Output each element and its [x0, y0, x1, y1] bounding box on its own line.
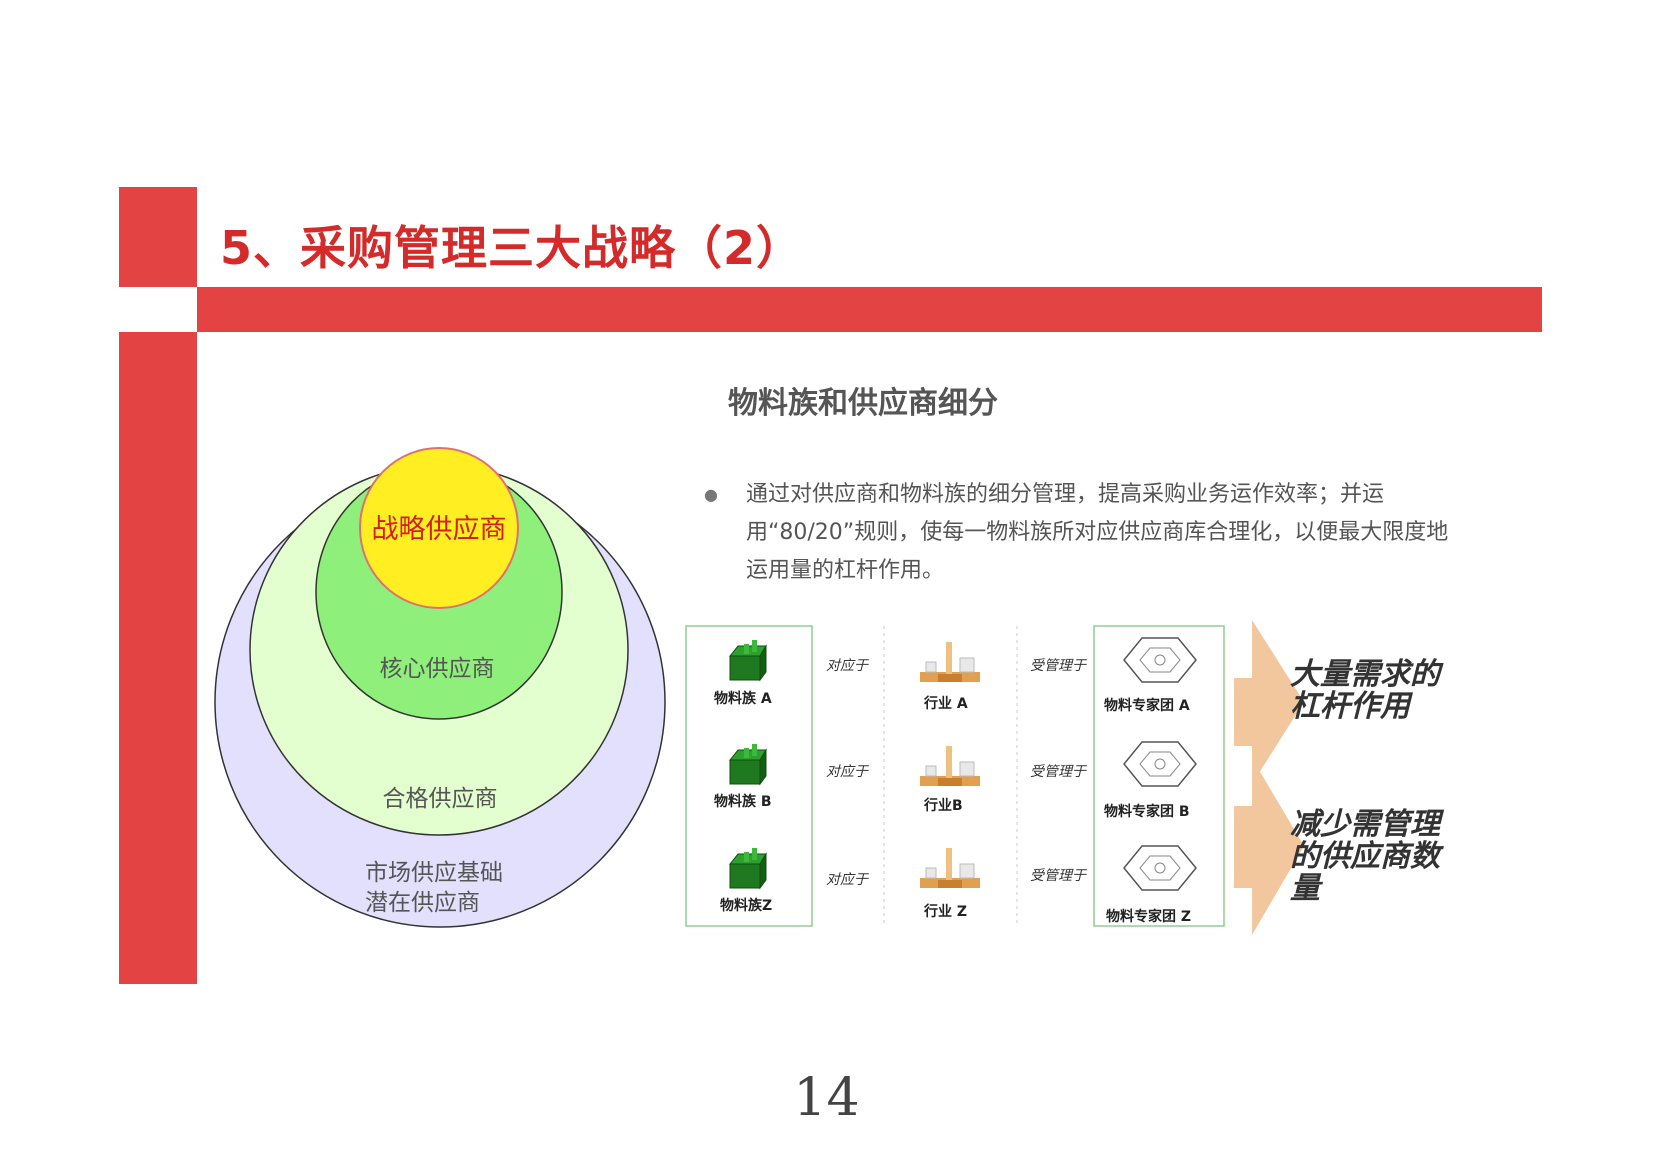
accent-bar-left-main — [119, 332, 197, 984]
result-text: 的供应商数 — [1290, 839, 1444, 874]
industry-icon — [919, 641, 981, 683]
material-box-icon — [729, 639, 767, 681]
bullet-paragraph: ● 通过对供应商和物料族的细分管理，提高采购业务运作效率；并运用“80/20”规… — [704, 476, 1470, 590]
team-label: 物料专家团 Z — [1106, 908, 1191, 925]
material-column-frame — [685, 625, 813, 927]
material-box-icon — [729, 847, 767, 889]
industry-icon — [919, 847, 981, 889]
link-label: 对应于 — [826, 872, 869, 888]
accent-bar-horizontal — [197, 287, 1542, 332]
arrow-right-icon — [1234, 620, 1304, 784]
accent-bar-left-top — [119, 187, 197, 287]
industry-label: 行业 Z — [923, 903, 967, 920]
material-label: 物料族 B — [714, 793, 772, 810]
strategic-circle — [359, 447, 519, 609]
result-text: 量 — [1290, 871, 1324, 906]
team-label: 物料专家团 A — [1104, 697, 1190, 714]
material-label: 物料族 A — [714, 690, 772, 707]
industry-label: 行业B — [923, 797, 963, 814]
arrow-right-icon — [1234, 758, 1304, 935]
section-subheading: 物料族和供应商细分 — [728, 386, 998, 421]
team-column-frame — [1093, 625, 1225, 927]
expert-team-icon — [1123, 845, 1197, 891]
industry-label: 行业 A — [923, 695, 968, 712]
page-number: 14 — [793, 1068, 860, 1128]
team-label: 物料专家团 B — [1104, 803, 1190, 820]
expert-team-icon — [1123, 741, 1197, 787]
result-text: 减少需管理 — [1290, 807, 1445, 842]
supplier-circles-diagram: 战略供应商 核心供应商 合格供应商 市场供应基础 潜在供应商 — [214, 447, 666, 928]
core-label: 核心供应商 — [380, 656, 495, 682]
slide-title: 5、采购管理三大战略（2） — [220, 221, 804, 275]
expert-team-icon — [1123, 637, 1197, 683]
bullet-dot-icon: ● — [704, 485, 718, 504]
strategic-label: 战略供应商 — [372, 514, 507, 545]
bullet-text: 通过对供应商和物料族的细分管理，提高采购业务运作效率；并运用“80/20”规则，… — [746, 482, 1449, 583]
industry-icon — [919, 745, 981, 787]
market-label-line1: 市场供应基础 — [365, 860, 503, 886]
result-text: 大量需求的 — [1290, 657, 1444, 692]
market-label-line2: 潜在供应商 — [365, 890, 480, 916]
link-label: 对应于 — [826, 658, 869, 674]
material-label: 物料族Z — [720, 897, 772, 914]
result-text: 杠杆作用 — [1290, 689, 1414, 724]
segmentation-flow-diagram: 物料族 A 对应于 行业 A 受管理于 物料专家团 A 物料族 B 对应于 行业… — [685, 620, 1445, 935]
link-label: 受管理于 — [1030, 868, 1087, 884]
material-box-icon — [729, 743, 767, 785]
link-label: 对应于 — [826, 764, 869, 780]
link-label: 受管理于 — [1030, 658, 1087, 674]
qualified-label: 合格供应商 — [383, 786, 498, 812]
link-label: 受管理于 — [1030, 764, 1087, 780]
